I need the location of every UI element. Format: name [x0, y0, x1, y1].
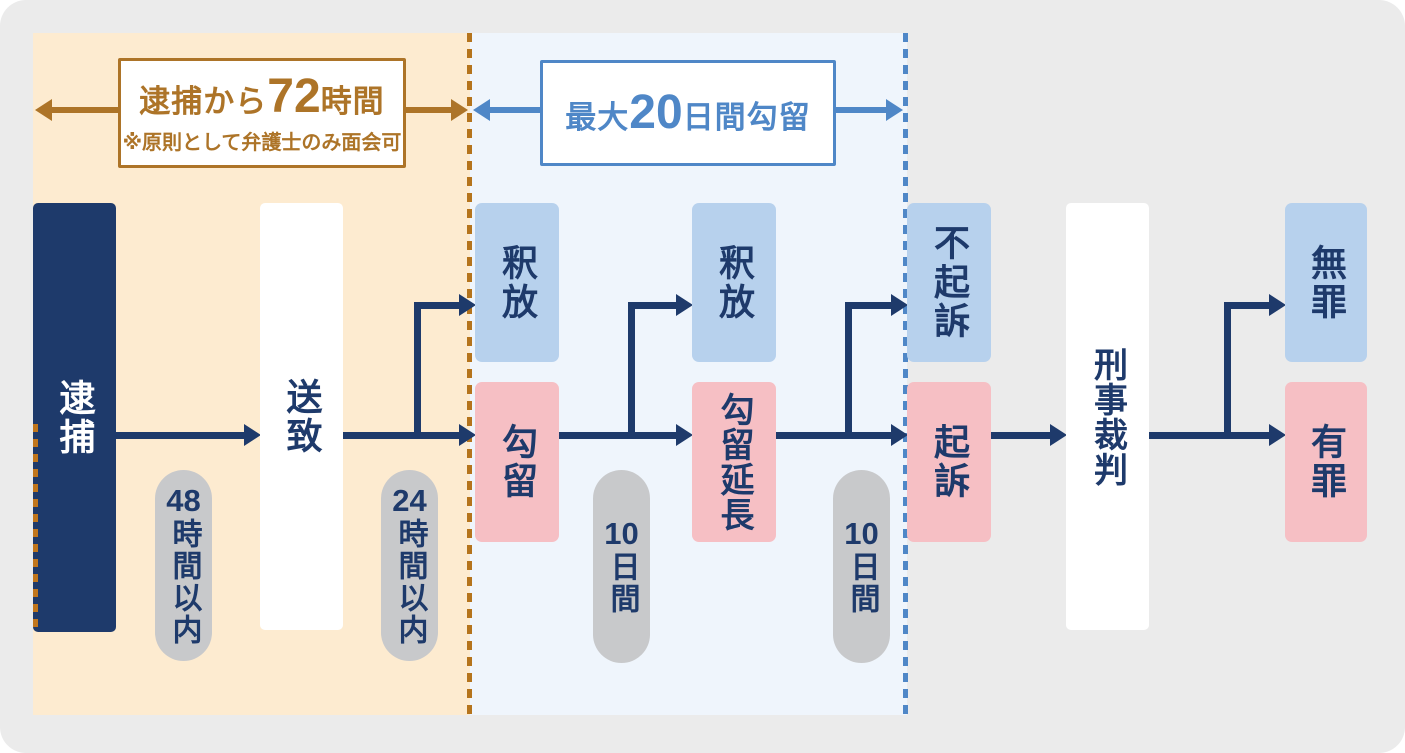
node-indictment-label: 起訴 [929, 423, 970, 501]
branch-trial-up [1224, 302, 1231, 439]
boundary-dashed-line-20d [903, 33, 908, 715]
node-criminal-trial: 刑事裁判 [1066, 203, 1149, 630]
arrow-head-right-blue [886, 99, 903, 121]
boundary-dashed-line-72h [467, 33, 472, 715]
node-detention: 勾留 [475, 382, 559, 542]
node-release-2-label: 釈放 [714, 243, 755, 322]
arrow-trial-to-guilty [1149, 432, 1269, 439]
arrow-head-referral-to-release1 [459, 294, 476, 316]
node-non-indictment-label: 不起訴 [929, 224, 970, 341]
arrow-arrest-to-referral [116, 432, 244, 439]
arrow-head-left-blue [473, 99, 490, 121]
branch-referral-up [414, 302, 421, 439]
arrow-head-detention-to-release2 [676, 294, 693, 316]
node-release-1-label: 釈放 [497, 243, 538, 322]
node-indictment: 起訴 [907, 382, 991, 542]
label-arrest-note: ※原則として弁護士のみ面会可 [122, 131, 402, 154]
arrest-left-dashed-line [33, 424, 38, 633]
label-detention-prefix: 最大 [565, 99, 630, 135]
node-detention-extension: 勾留延長 [692, 382, 776, 542]
arrow-extension-to-indictment [776, 432, 891, 439]
pill-10-days-2: 10 日間 [833, 470, 890, 663]
arrow-trial-to-notguilty [1224, 302, 1269, 309]
arrow-head-trial-to-guilty [1269, 424, 1286, 446]
arrow-indictment-to-trial [991, 432, 1050, 439]
node-arrest: 逮捕 [33, 203, 116, 632]
node-referral: 送致 [260, 203, 343, 630]
label-detention-suffix: 日間勾留 [682, 99, 811, 135]
arrow-head-trial-to-notguilty [1269, 294, 1286, 316]
node-non-indictment: 不起訴 [907, 203, 991, 362]
node-detention-extension-label: 勾留延長 [715, 392, 753, 532]
node-criminal-trial-label: 刑事裁判 [1088, 346, 1127, 487]
node-release-1: 釈放 [475, 203, 559, 362]
arrow-extension-to-nonindictment [845, 302, 891, 309]
arrow-referral-to-release1 [414, 302, 459, 309]
pill-within-24h: 24 時間以内 [381, 470, 438, 661]
node-referral-label: 送致 [281, 377, 323, 456]
arrow-detention-to-release2 [628, 302, 676, 309]
arrow-head-left-brown [35, 99, 52, 121]
pill-10-1-unit: 日間 [605, 550, 639, 615]
pill-24-unit: 時間以内 [393, 517, 427, 646]
arrow-head-right-brown [451, 99, 468, 121]
arrow-referral-to-detention [343, 432, 459, 439]
arrow-head-indictment-to-trial [1050, 424, 1067, 446]
branch-detention-up [628, 302, 635, 439]
pill-48-number: 48 [166, 483, 201, 519]
pill-within-48h: 48 時間以内 [155, 470, 212, 661]
pill-10-days-1: 10 日間 [593, 470, 650, 663]
branch-extension-up [845, 302, 852, 439]
node-guilty: 有罪 [1285, 382, 1367, 542]
label-arrest-number: 72 [267, 70, 321, 124]
node-not-guilty: 無罪 [1285, 203, 1367, 362]
arrow-head-referral-to-detention [459, 424, 476, 446]
arrow-head-detention-to-extension [676, 424, 693, 446]
arrow-detention-to-extension [559, 432, 676, 439]
arrow-head-arrest-to-referral [244, 424, 261, 446]
node-guilty-label: 有罪 [1306, 423, 1347, 501]
label-detention-number: 20 [629, 85, 683, 139]
pill-48-unit: 時間以内 [167, 517, 201, 646]
arrow-head-extension-to-nonindictment [891, 294, 908, 316]
pill-10-1-number: 10 [604, 516, 639, 552]
pill-24-number: 24 [392, 483, 427, 519]
arrow-head-extension-to-indictment [891, 424, 908, 446]
pill-10-2-unit: 日間 [845, 550, 879, 615]
label-arrest-suffix: 時間 [320, 84, 385, 120]
node-not-guilty-label: 無罪 [1306, 243, 1347, 322]
node-release-2: 釈放 [692, 203, 776, 362]
node-detention-label: 勾留 [497, 423, 538, 501]
node-arrest-label: 逮捕 [54, 378, 96, 457]
label-arrest-prefix: 逮捕から [139, 84, 268, 120]
pill-10-2-number: 10 [844, 516, 879, 552]
